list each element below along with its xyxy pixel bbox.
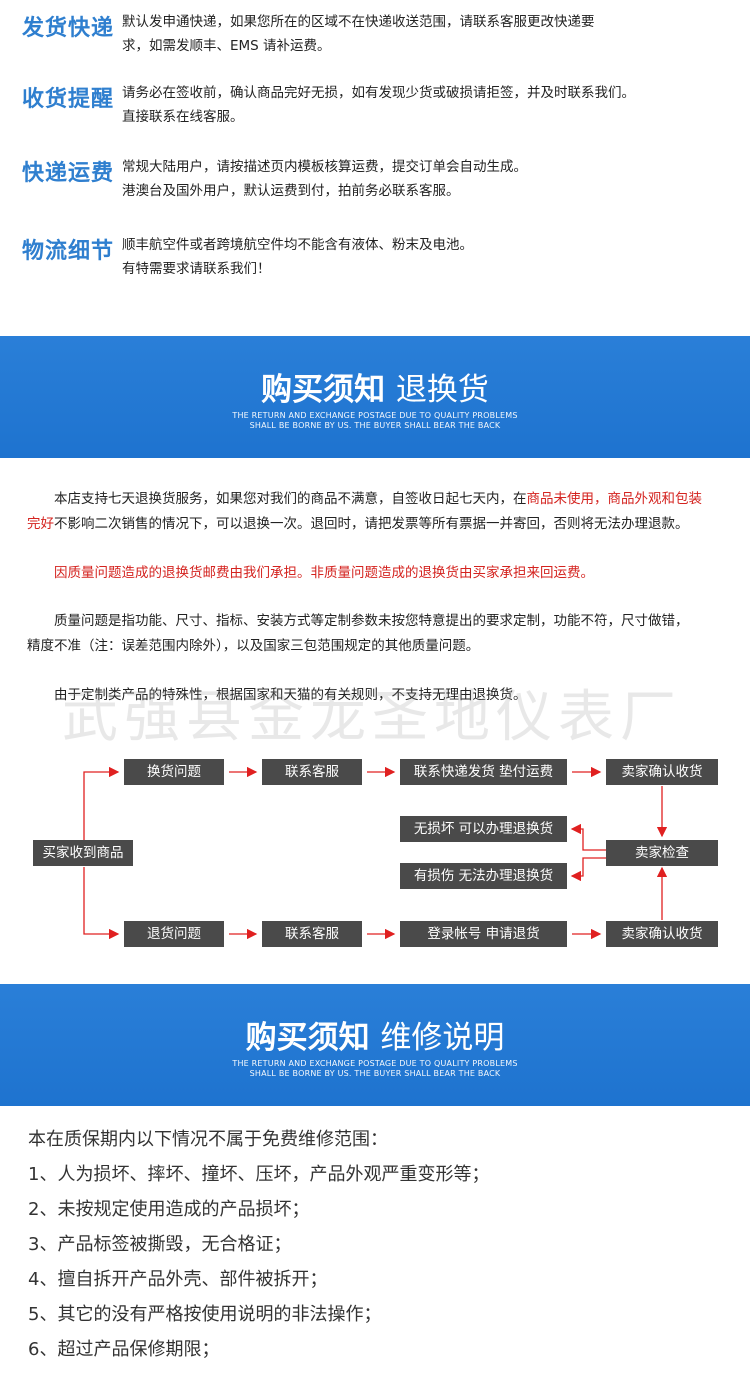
paragraph-line: 本店支持七天退换货服务，如果您对我们的商品不满意，自签收日起七天内，在商品未使用… — [27, 487, 732, 512]
paragraph-line: 由于定制类产品的特殊性，根据国家和天猫的有关规则，不支持无理由退换货。 — [27, 683, 732, 708]
returns-paragraph-1: 本店支持七天退换货服务，如果您对我们的商品不满意，自签收日起七天内，在商品未使用… — [27, 487, 732, 537]
info-line: 常规大陆用户，请按描述页内模板核算运费，提交订单会自动生成。 — [122, 159, 527, 175]
red-text-run: 因质量问题造成的退换货邮费由我们承担。非质量问题造成的退换货由买家承担来回运费。 — [54, 565, 594, 581]
paragraph-line: 精度不准（注：误差范围内除外），以及国家三包范围规定的其他质量问题。 — [27, 638, 480, 654]
info-text: 默认发申通快递，如果您所在的区域不在快递收送范围，请联系客服更改快递要 求，如需… — [122, 10, 732, 58]
banner-repair: 购买须知 维修说明 THE RETURN AND EXCHANGE POSTAG… — [0, 984, 750, 1106]
info-text: 请务必在签收前，确认商品完好无损，如有发现少货或破损请拒签，并及时联系我们。 直… — [122, 81, 732, 129]
banner-title: 购买须知 退换货 — [0, 364, 750, 409]
list-item: 1、人为损坏、摔坏、撞坏、压坏，产品外观严重变形等； — [28, 1164, 490, 1185]
banner-english-line: THE RETURN AND EXCHANGE POSTAGE DUE TO Q… — [232, 1059, 518, 1068]
info-line: 默认发申通快递，如果您所在的区域不在快递收送范围，请联系客服更改快递要 — [122, 14, 595, 30]
banner-title: 购买须知 维修说明 — [0, 1012, 750, 1057]
flow-seller-receive-box: 卖家确认收货 — [606, 759, 718, 785]
flow-contact-box: 联系客服 — [262, 921, 362, 947]
arrow — [83, 766, 120, 840]
banner-english: THE RETURN AND EXCHANGE POSTAGE DUE TO Q… — [0, 1059, 750, 1079]
list-item: 5、其它的没有严格按使用说明的非法操作； — [28, 1304, 382, 1325]
repair-list: 本在质保期内以下情况不属于免费维修范围： 1、人为损坏、摔坏、撞坏、压坏，产品外… — [28, 1122, 489, 1367]
arrow — [83, 867, 120, 940]
returns-paragraph-3: 质量问题是指功能、尺寸、指标、安装方式等定制参数未按您特意提出的要求定制，功能不… — [27, 609, 732, 659]
flow-start-box: 买家收到商品 — [33, 840, 133, 866]
info-title: 收货提醒 — [22, 87, 115, 112]
info-line: 直接联系在线客服。 — [122, 109, 244, 125]
flow-apply-box: 登录帐号 申请退货 — [400, 921, 567, 947]
flow-return-box: 退货问题 — [124, 921, 224, 947]
info-line: 请务必在签收前，确认商品完好无损，如有发现少货或破损请拒签，并及时联系我们。 — [122, 85, 635, 101]
returns-paragraph-2: 因质量问题造成的退换货邮费由我们承担。非质量问题造成的退换货由买家承担来回运费。 — [27, 561, 732, 586]
flow-contact-box: 联系客服 — [262, 759, 362, 785]
info-text: 常规大陆用户，请按描述页内模板核算运费，提交订单会自动生成。 港澳台及国外用户，… — [122, 155, 732, 203]
paragraph-line: 因质量问题造成的退换货邮费由我们承担。非质量问题造成的退换货由买家承担来回运费。 — [27, 561, 732, 586]
info-line: 有特需要求请联系我们！ — [122, 261, 271, 277]
flow-inspect-box: 卖家检查 — [606, 840, 718, 866]
list-item: 2、未按规定使用造成的产品损坏； — [28, 1199, 310, 1220]
paragraph-line: 完好不影响二次销售的情况下，可以退换一次。退回时，请把发票等所有票据一并寄回，否… — [27, 512, 732, 537]
info-title: 快递运费 — [22, 161, 115, 186]
info-text: 顺丰航空件或者跨境航空件均不能含有液体、粉末及电池。 有特需要求请联系我们！ — [122, 233, 732, 281]
banner-title-main: 购买须知 — [245, 1020, 370, 1056]
red-text-run: 完好 — [27, 516, 54, 532]
text-run: 不影响二次销售的情况下，可以退换一次。退回时，请把发票等所有票据一并寄回，否则将… — [54, 516, 689, 532]
flow-ship-box: 联系快递发货 垫付运费 — [400, 759, 567, 785]
info-line: 顺丰航空件或者跨境航空件均不能含有液体、粉末及电池。 — [122, 237, 473, 253]
info-line: 求，如需发顺丰、EMS 请补运费。 — [122, 38, 331, 54]
info-title: 物流细节 — [22, 239, 115, 264]
banner-returns: 购买须知 退换货 THE RETURN AND EXCHANGE POSTAGE… — [0, 336, 750, 458]
banner-english-line: THE RETURN AND EXCHANGE POSTAGE DUE TO Q… — [232, 411, 518, 420]
flow-seller-receive-box: 卖家确认收货 — [606, 921, 718, 947]
banner-title-sub: 退换货 — [395, 372, 489, 408]
flowchart-arrows — [83, 766, 668, 940]
paragraph-line: 质量问题是指功能、尺寸、指标、安装方式等定制参数未按您特意提出的要求定制，功能不… — [27, 609, 732, 634]
list-item: 6、超过产品保修期限； — [28, 1339, 220, 1360]
info-line: 港澳台及国外用户，默认运费到付，拍前务必联系客服。 — [122, 183, 460, 199]
flow-no-damage-box: 无损坏 可以办理退换货 — [400, 816, 567, 842]
text-run: 由于定制类产品的特殊性，根据国家和天猫的有关规则，不支持无理由退换货。 — [54, 687, 527, 703]
banner-english-line: SHALL BE BORNE BY US. THE BUYER SHALL BE… — [249, 1069, 501, 1078]
banner-english: THE RETURN AND EXCHANGE POSTAGE DUE TO Q… — [0, 411, 750, 431]
banner-title-sub: 维修说明 — [380, 1020, 505, 1056]
banner-title-main: 购买须知 — [261, 372, 386, 408]
text-run: 质量问题是指功能、尺寸、指标、安装方式等定制参数未按您特意提出的要求定制，功能不… — [54, 613, 689, 629]
repair-intro: 本在质保期内以下情况不属于免费维修范围： — [28, 1129, 388, 1150]
list-item: 3、产品标签被撕毁，无合格证； — [28, 1234, 292, 1255]
flow-damaged-box: 有损伤 无法办理退换货 — [400, 863, 567, 889]
list-item: 4、擅自拆开产品外壳、部件被拆开； — [28, 1269, 328, 1290]
banner-english-line: SHALL BE BORNE BY US. THE BUYER SHALL BE… — [249, 421, 501, 430]
arrow — [570, 857, 606, 882]
arrow — [570, 823, 606, 851]
text-run: 本店支持七天退换货服务，如果您对我们的商品不满意，自签收日起七天内，在 — [54, 491, 527, 507]
flow-exchange-box: 换货问题 — [124, 759, 224, 785]
red-text-run: 商品未使用，商品外观和包装 — [526, 491, 703, 507]
watermark: 武强县金龙圣地仪表厂 — [62, 685, 682, 750]
info-title: 发货快递 — [22, 16, 115, 41]
returns-paragraph-4: 由于定制类产品的特殊性，根据国家和天猫的有关规则，不支持无理由退换货。 — [27, 683, 732, 708]
